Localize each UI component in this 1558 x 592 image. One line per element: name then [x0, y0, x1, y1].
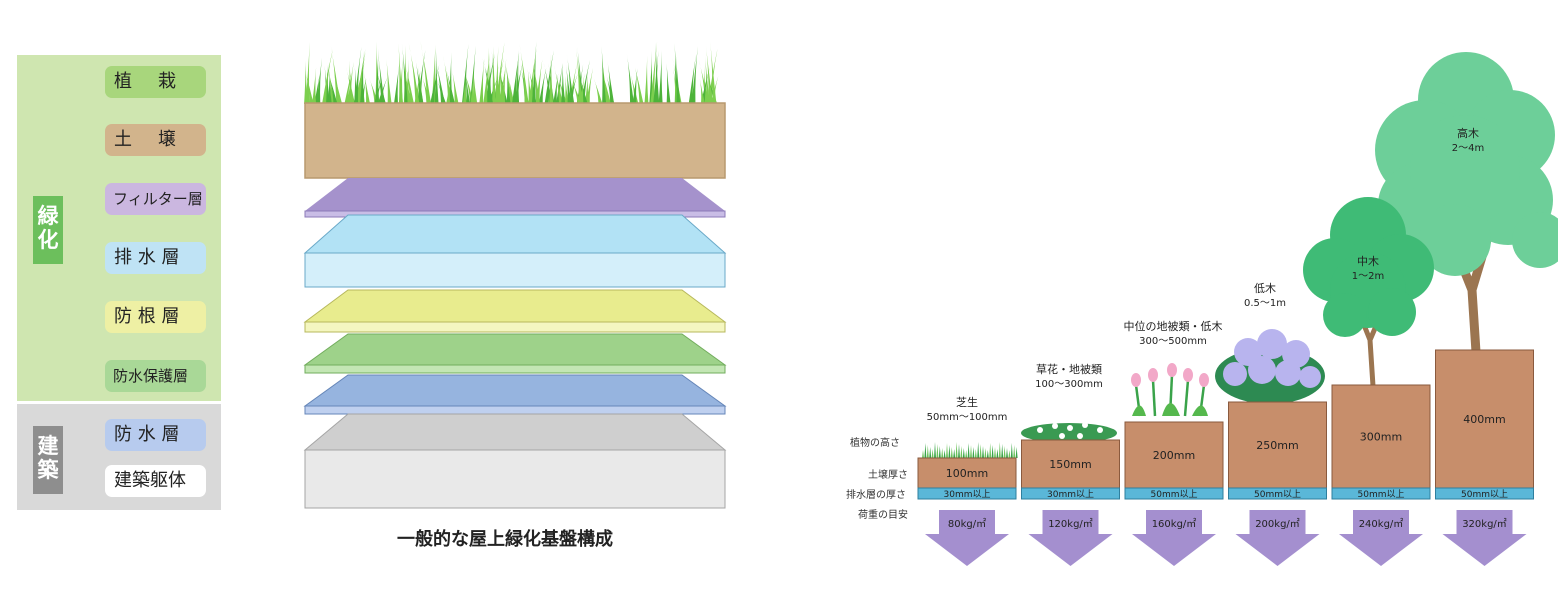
- drain-value: 50mm以上: [1151, 489, 1198, 500]
- plant-name: 高木: [1457, 126, 1479, 140]
- legend-layer-planting: 植 栽: [105, 66, 206, 98]
- load-value: 160kg/㎡: [1152, 518, 1197, 530]
- drain-value: 50mm以上: [1358, 489, 1405, 500]
- plant-name: 芝生: [956, 395, 978, 409]
- row-label-plant-height: 植物の高さ: [850, 436, 900, 449]
- root-barrier-layer: [303, 289, 727, 333]
- load-value: 320kg/㎡: [1462, 518, 1507, 530]
- legend-layer-waterproof-protection: 防水保護層: [105, 360, 206, 392]
- structure-layer: [303, 413, 727, 509]
- load-arrow: [1442, 510, 1527, 566]
- plant-height: 2〜4m: [1452, 143, 1484, 154]
- soil-value: 100mm: [946, 467, 988, 480]
- low-shrub-illustration: [1215, 329, 1325, 404]
- load-arrow: [1132, 510, 1216, 566]
- drain-bar: [1124, 487, 1224, 500]
- drain-value: 30mm以上: [944, 489, 991, 500]
- load-arrow: [925, 510, 1009, 566]
- load-arrow: [1028, 510, 1113, 566]
- plant-height: 300〜500mm: [1139, 336, 1207, 347]
- drain-value: 50mm以上: [1461, 489, 1508, 500]
- lawn-illustration: [922, 442, 1018, 458]
- soil-bar: [1021, 439, 1120, 489]
- ground-cover-illustration: [1021, 422, 1117, 443]
- soil-bar: [1435, 349, 1534, 489]
- soil-value: 250mm: [1256, 439, 1298, 452]
- plant-name: 低木: [1254, 282, 1276, 295]
- plant-name: 中木: [1357, 255, 1379, 268]
- greening-group-label: 緑化: [33, 196, 63, 264]
- plant-height: 100〜300mm: [1035, 379, 1103, 390]
- drain-value: 50mm以上: [1254, 489, 1301, 500]
- drainage-layer: [303, 214, 727, 288]
- plant-height: 1〜2m: [1352, 271, 1384, 282]
- load-value: 240kg/㎡: [1359, 518, 1404, 530]
- load-value: 200kg/㎡: [1255, 518, 1300, 530]
- soil-bar: [1124, 421, 1224, 489]
- soil-bar: [1331, 384, 1431, 489]
- planting-requirements-chart: 植物の高さ 土壌厚さ 排水層の厚さ 荷重の目安: [846, 52, 1558, 566]
- soil-value: 400mm: [1463, 413, 1505, 426]
- row-label-drain-thickness: 排水層の厚さ: [846, 488, 906, 501]
- layer-stack-diagram: [303, 41, 727, 509]
- building-group-label: 建築: [33, 426, 63, 494]
- load-arrow: [1339, 510, 1423, 566]
- legend-layer-soil: 土 壌: [105, 124, 206, 156]
- filter-layer: [304, 178, 726, 218]
- drain-bar: [1021, 487, 1120, 500]
- plant-height: 50mm〜100mm: [927, 412, 1008, 423]
- row-label-soil-thickness: 土壌厚さ: [868, 468, 908, 481]
- tall-tree-illustration: [1375, 52, 1558, 357]
- mid-tree-illustration: [1303, 197, 1434, 389]
- load-arrow: [1235, 510, 1320, 566]
- load-value: 80kg/㎡: [948, 518, 986, 530]
- grass-layer: [304, 41, 719, 104]
- legend-layer-filter: フィルター層: [105, 183, 206, 215]
- plant-height: 0.5〜1m: [1244, 298, 1286, 309]
- row-label-load: 荷重の目安: [858, 508, 908, 521]
- drain-bar: [1331, 487, 1431, 500]
- legend-layer-drainage: 排 水 層: [105, 242, 206, 274]
- soil-bar: [1228, 401, 1327, 489]
- protection-layer: [303, 333, 727, 374]
- plant-name: 中位の地被類・低木: [1124, 319, 1223, 333]
- legend-layer-structure: 建築躯体: [105, 465, 206, 497]
- drain-bar: [1228, 487, 1327, 500]
- drain-bar: [917, 487, 1017, 500]
- flowers-illustration: [1131, 363, 1209, 417]
- drain-value: 30mm以上: [1047, 489, 1094, 500]
- plant-name: 草花・地被類: [1036, 363, 1102, 376]
- soil-layer: [304, 102, 726, 179]
- load-value: 120kg/㎡: [1048, 518, 1093, 530]
- legend-layer-root-barrier: 防 根 層: [105, 301, 206, 333]
- drain-bar: [1435, 487, 1534, 500]
- soil-value: 200mm: [1153, 449, 1195, 462]
- waterproof-layer: [303, 374, 727, 415]
- legend-layer-waterproof: 防 水 層: [105, 419, 206, 451]
- soil-value: 300mm: [1360, 431, 1402, 444]
- soil-value: 150mm: [1049, 458, 1091, 471]
- diagram-caption: 一般的な屋上緑化基盤構成: [397, 529, 613, 550]
